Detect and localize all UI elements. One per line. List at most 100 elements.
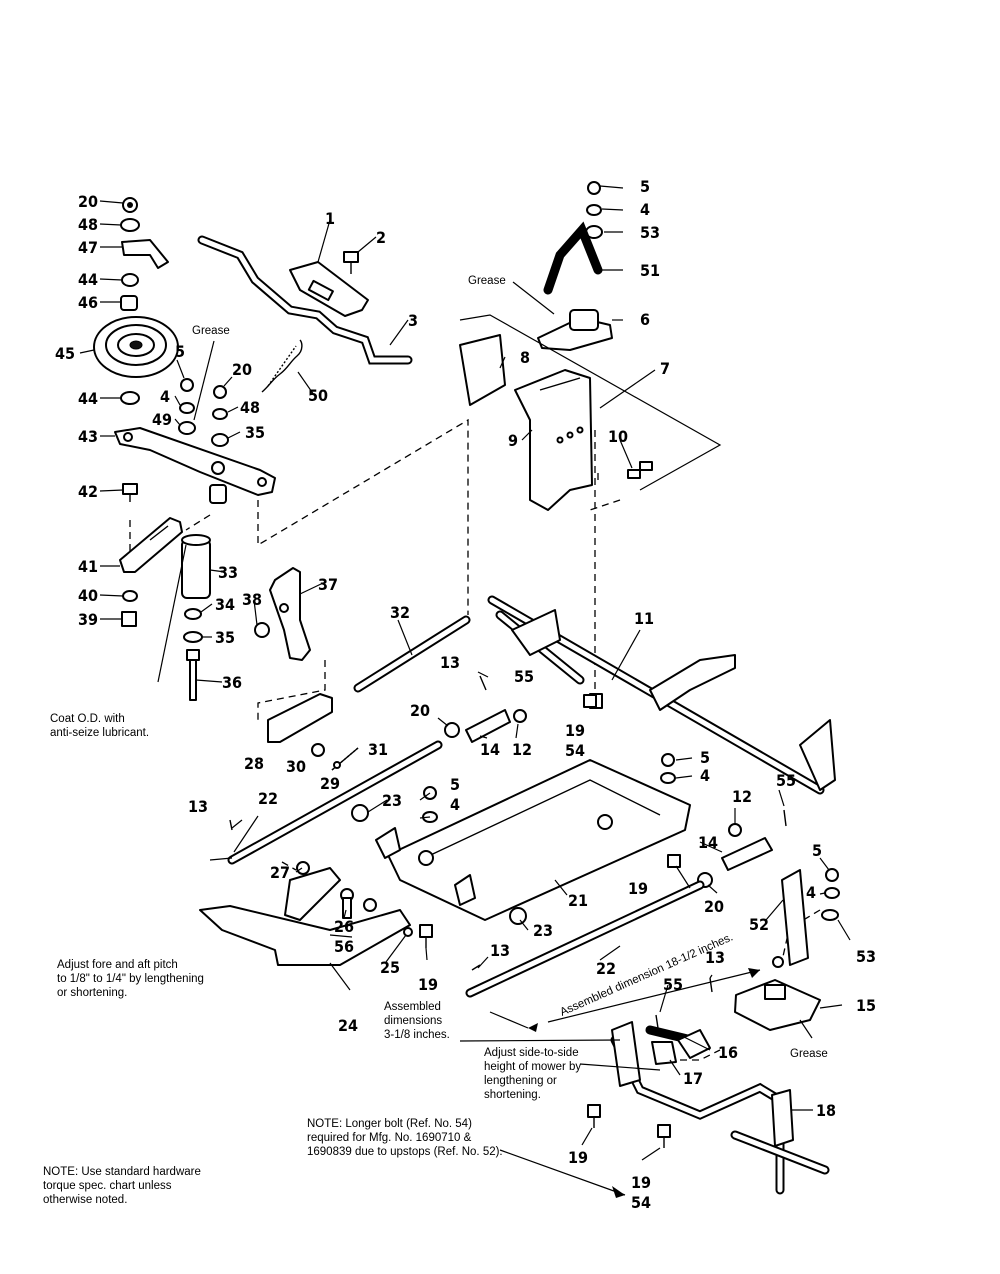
ref-55: 55 <box>776 771 796 790</box>
coat-od-note: Coat O.D. with anti-seize lubricant. <box>50 713 150 739</box>
grease-label-top: Grease <box>468 275 506 287</box>
adjust-fore-aft-note: Adjust fore and aft pitch to 1/8" to 1/4… <box>57 959 204 999</box>
ref-6: 6 <box>640 310 650 329</box>
ref-5: 5 <box>812 841 822 860</box>
ref-31: 31 <box>368 740 388 759</box>
ref-35: 35 <box>215 628 235 647</box>
ref-33: 33 <box>218 563 238 582</box>
ref-23: 23 <box>382 791 402 810</box>
ref-12: 12 <box>732 787 752 806</box>
ref-17: 17 <box>683 1069 703 1088</box>
ref-number-labels: 20 48 47 44 46 45 44 43 42 41 40 39 5 4 … <box>55 177 876 1212</box>
bolts-19 <box>419 694 681 1148</box>
ref-41: 41 <box>78 557 98 576</box>
ref-14: 14 <box>480 740 500 759</box>
ref-2: 2 <box>376 228 386 247</box>
ref-44: 44 <box>78 270 98 289</box>
ref-32: 32 <box>390 603 410 622</box>
assembled-dimension-18: Assembled dimension 18-1/2 inches. <box>558 931 735 1018</box>
ref-51: 51 <box>640 261 660 280</box>
ref-13: 13 <box>440 653 460 672</box>
ref-45: 45 <box>55 344 75 363</box>
ref-3: 3 <box>408 311 418 330</box>
ref-26: 26 <box>334 917 354 936</box>
ref-54: 54 <box>631 1193 651 1212</box>
lift-rod-3 <box>197 235 413 365</box>
ref-40: 40 <box>78 586 98 605</box>
ref-43: 43 <box>78 427 98 446</box>
ref-13: 13 <box>490 941 510 960</box>
ref-19: 19 <box>628 879 648 898</box>
ref-7: 7 <box>660 359 670 378</box>
ref-36: 36 <box>222 673 242 692</box>
leader-lines <box>79 185 851 1198</box>
ref-4: 4 <box>160 387 170 406</box>
bolts-10 <box>627 461 653 479</box>
ref-4: 4 <box>806 883 816 902</box>
ref-12: 12 <box>512 740 532 759</box>
ref-4: 4 <box>450 795 460 814</box>
ref-1: 1 <box>325 209 335 228</box>
ref-38: 38 <box>242 590 262 609</box>
cross-shaft-11 <box>487 595 836 795</box>
ref-42: 42 <box>78 482 98 501</box>
standard-hardware-note: NOTE: Use standard hardware torque spec.… <box>43 1166 201 1206</box>
assembled-dimension-3-note: Assembled dimensions 3-1/8 inches. <box>384 1001 450 1041</box>
ref-21: 21 <box>568 891 588 910</box>
ref-29: 29 <box>320 774 340 793</box>
ref-5: 5 <box>450 775 460 794</box>
ref-19: 19 <box>418 975 438 994</box>
ref-44: 44 <box>78 389 98 408</box>
ref-35: 35 <box>245 423 265 442</box>
ref-49: 49 <box>152 410 172 429</box>
ref-15: 15 <box>856 996 876 1015</box>
ref-34: 34 <box>215 595 235 614</box>
ref-10: 10 <box>608 427 628 446</box>
ref-52: 52 <box>749 915 769 934</box>
ref-55: 55 <box>663 975 683 994</box>
front-hanger-assembly <box>199 861 413 966</box>
part-drawings <box>93 181 840 1195</box>
ref-14: 14 <box>698 833 718 852</box>
ref-28: 28 <box>244 754 264 773</box>
ref-48: 48 <box>78 215 98 234</box>
ref-22: 22 <box>258 789 278 808</box>
bolt-2 <box>343 251 359 274</box>
ref-13: 13 <box>705 948 725 967</box>
ref-18: 18 <box>816 1101 836 1120</box>
ref-46: 46 <box>78 293 98 312</box>
ref-20: 20 <box>78 192 98 211</box>
ref-50: 50 <box>308 386 328 405</box>
ref-24: 24 <box>338 1016 358 1035</box>
ref-5: 5 <box>640 177 650 196</box>
ref-16: 16 <box>718 1043 738 1062</box>
ref-27: 27 <box>270 863 290 882</box>
ref-5: 5 <box>700 748 710 767</box>
ref-19: 19 <box>631 1173 651 1192</box>
grease-label-left: Grease <box>192 325 230 337</box>
ref-39: 39 <box>78 610 98 629</box>
ref-37: 37 <box>318 575 338 594</box>
ref-48: 48 <box>240 398 260 417</box>
ref-23: 23 <box>533 921 553 940</box>
ref-25: 25 <box>380 958 400 977</box>
adjust-side-note: Adjust side-to-side height of mower by l… <box>484 1047 582 1101</box>
ref-20: 20 <box>704 897 724 916</box>
rock-shaft-18 <box>610 1035 830 1195</box>
ref-4: 4 <box>640 200 650 219</box>
ref-30: 30 <box>286 757 306 776</box>
ref-5: 5 <box>175 342 185 361</box>
ref-9: 9 <box>508 431 518 450</box>
ref-8: 8 <box>520 348 530 367</box>
ref-11: 11 <box>634 609 654 628</box>
ref-22: 22 <box>596 959 616 978</box>
idler-stack <box>93 197 276 701</box>
ref-19: 19 <box>565 721 585 740</box>
ref-53: 53 <box>856 947 876 966</box>
ref-47: 47 <box>78 238 98 257</box>
ref-19: 19 <box>568 1148 588 1167</box>
ref-20: 20 <box>410 701 430 720</box>
ref-4: 4 <box>700 766 710 785</box>
ref-20: 20 <box>232 360 252 379</box>
